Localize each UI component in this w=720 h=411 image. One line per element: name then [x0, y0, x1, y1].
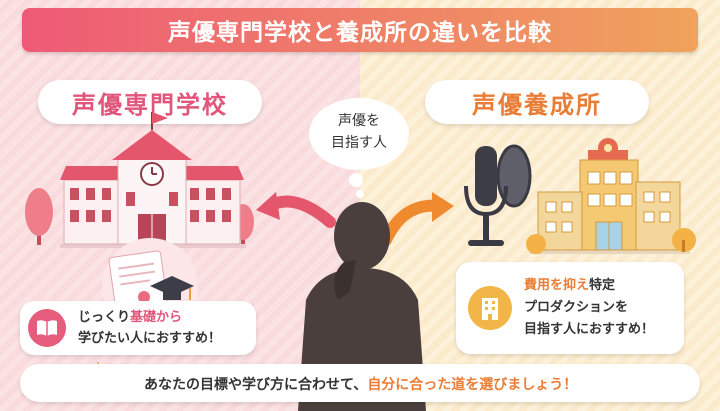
- thought-text: 声優を 目指す人: [306, 110, 412, 154]
- training-card-line1b: 特定: [589, 278, 616, 293]
- training-label: 声優養成所: [472, 90, 602, 119]
- office-building-icon: [526, 138, 696, 254]
- training-recommendation-card: 費用を抑え特定 プロダクションを 目指す人におすすめ！: [456, 262, 684, 354]
- summary-text-b: 自分に合った道を選びましょう！: [367, 377, 578, 393]
- book-icon: [28, 309, 66, 347]
- training-card-line2: プロダクションを: [524, 300, 629, 315]
- tree-left-1-icon: [25, 188, 53, 245]
- arrow-right-icon: [380, 199, 446, 246]
- school-building-icon: [60, 112, 246, 248]
- building-icon: [468, 286, 512, 330]
- thought-line-1: 声優を: [338, 113, 380, 129]
- training-card-line1a: 費用を抑え: [524, 278, 590, 293]
- microphone-icon: [464, 144, 532, 246]
- thought-line-2: 目指す人: [331, 135, 387, 151]
- summary-text: あなたの目標や学び方に合わせて、自分に合った道を選びましょう！: [144, 374, 577, 394]
- school-card-line1a: じっくり: [78, 310, 131, 325]
- thought-bubble: [309, 98, 409, 198]
- school-recommendation-card: じっくり基礎から 学びたい人におすすめ！: [20, 301, 256, 355]
- school-card-line1b: 基礎から: [130, 310, 183, 325]
- title-banner: 声優専門学校と養成所の違いを比較: [22, 8, 698, 52]
- school-label-pill: 声優専門学校: [38, 80, 262, 124]
- training-card-line3: 目指す人におすすめ！: [524, 322, 655, 337]
- summary-bar: あなたの目標や学び方に合わせて、自分に合った道を選びましょう！: [20, 364, 700, 402]
- school-label: 声優専門学校: [72, 90, 228, 119]
- school-card-line2: 学びたい人におすすめ！: [78, 331, 222, 346]
- graduation-cap-icon: [150, 276, 194, 300]
- school-card-text: じっくり基礎から 学びたい人におすすめ！: [78, 307, 221, 349]
- summary-text-a: あなたの目標や学び方に合わせて、: [144, 377, 368, 393]
- banner-title: 声優専門学校と養成所の違いを比較: [168, 20, 552, 46]
- training-card-text: 費用を抑え特定 プロダクションを 目指す人におすすめ！: [524, 275, 654, 341]
- training-label-pill: 声優養成所: [425, 80, 649, 124]
